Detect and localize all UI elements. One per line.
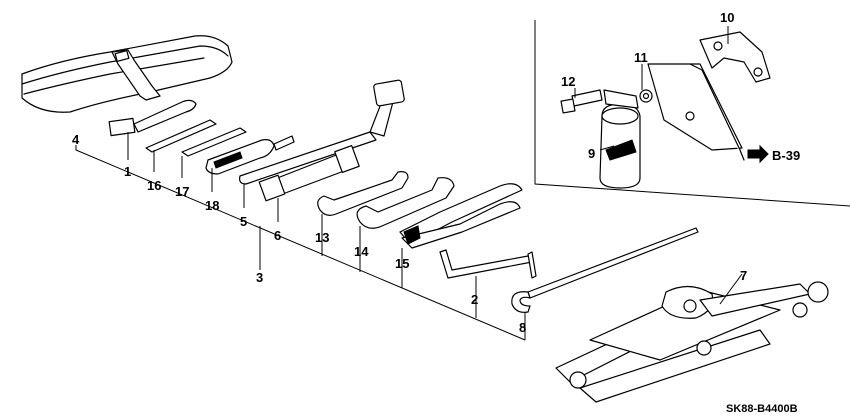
wheel-wrench bbox=[239, 79, 405, 185]
diagram-code: SK88-B4400B bbox=[726, 403, 798, 415]
callout-7: 7 bbox=[740, 268, 747, 283]
holder-bracket bbox=[647, 31, 771, 161]
extension-bar bbox=[258, 144, 360, 202]
reference-label: B-39 bbox=[772, 148, 800, 163]
jack-handle bbox=[439, 249, 537, 279]
jack-holder bbox=[599, 89, 641, 189]
callout-13: 13 bbox=[315, 230, 329, 245]
callout-9: 9 bbox=[588, 146, 595, 161]
callout-16: 16 bbox=[147, 178, 161, 193]
callout-4: 4 bbox=[72, 132, 80, 147]
callout-11: 11 bbox=[634, 50, 648, 65]
callout-14: 14 bbox=[354, 244, 369, 259]
pliers bbox=[399, 183, 523, 249]
callout-3: 3 bbox=[256, 270, 263, 285]
callout-10: 10 bbox=[720, 10, 734, 25]
callout-6: 6 bbox=[274, 228, 281, 243]
callout-5: 5 bbox=[240, 214, 247, 229]
jack-bar bbox=[511, 227, 699, 313]
callout-numbers: 4 1 16 17 18 5 6 3 13 14 15 2 8 7 9 10 1… bbox=[72, 10, 747, 335]
washer bbox=[639, 89, 653, 103]
open-wrenches bbox=[317, 171, 455, 229]
inset-border bbox=[534, 20, 850, 207]
callout-8: 8 bbox=[519, 320, 526, 335]
leader-lines bbox=[75, 26, 743, 341]
tool-bag bbox=[21, 35, 233, 113]
callout-15: 15 bbox=[395, 256, 409, 271]
callout-12: 12 bbox=[561, 74, 575, 89]
callout-2: 2 bbox=[471, 292, 478, 307]
scissor-jack bbox=[555, 281, 829, 403]
holder-bolt bbox=[560, 89, 603, 114]
callout-17: 17 bbox=[175, 184, 189, 199]
reference-arrow bbox=[747, 144, 769, 164]
tool-set bbox=[108, 99, 295, 175]
callout-18: 18 bbox=[205, 198, 219, 213]
callout-1: 1 bbox=[124, 164, 131, 179]
